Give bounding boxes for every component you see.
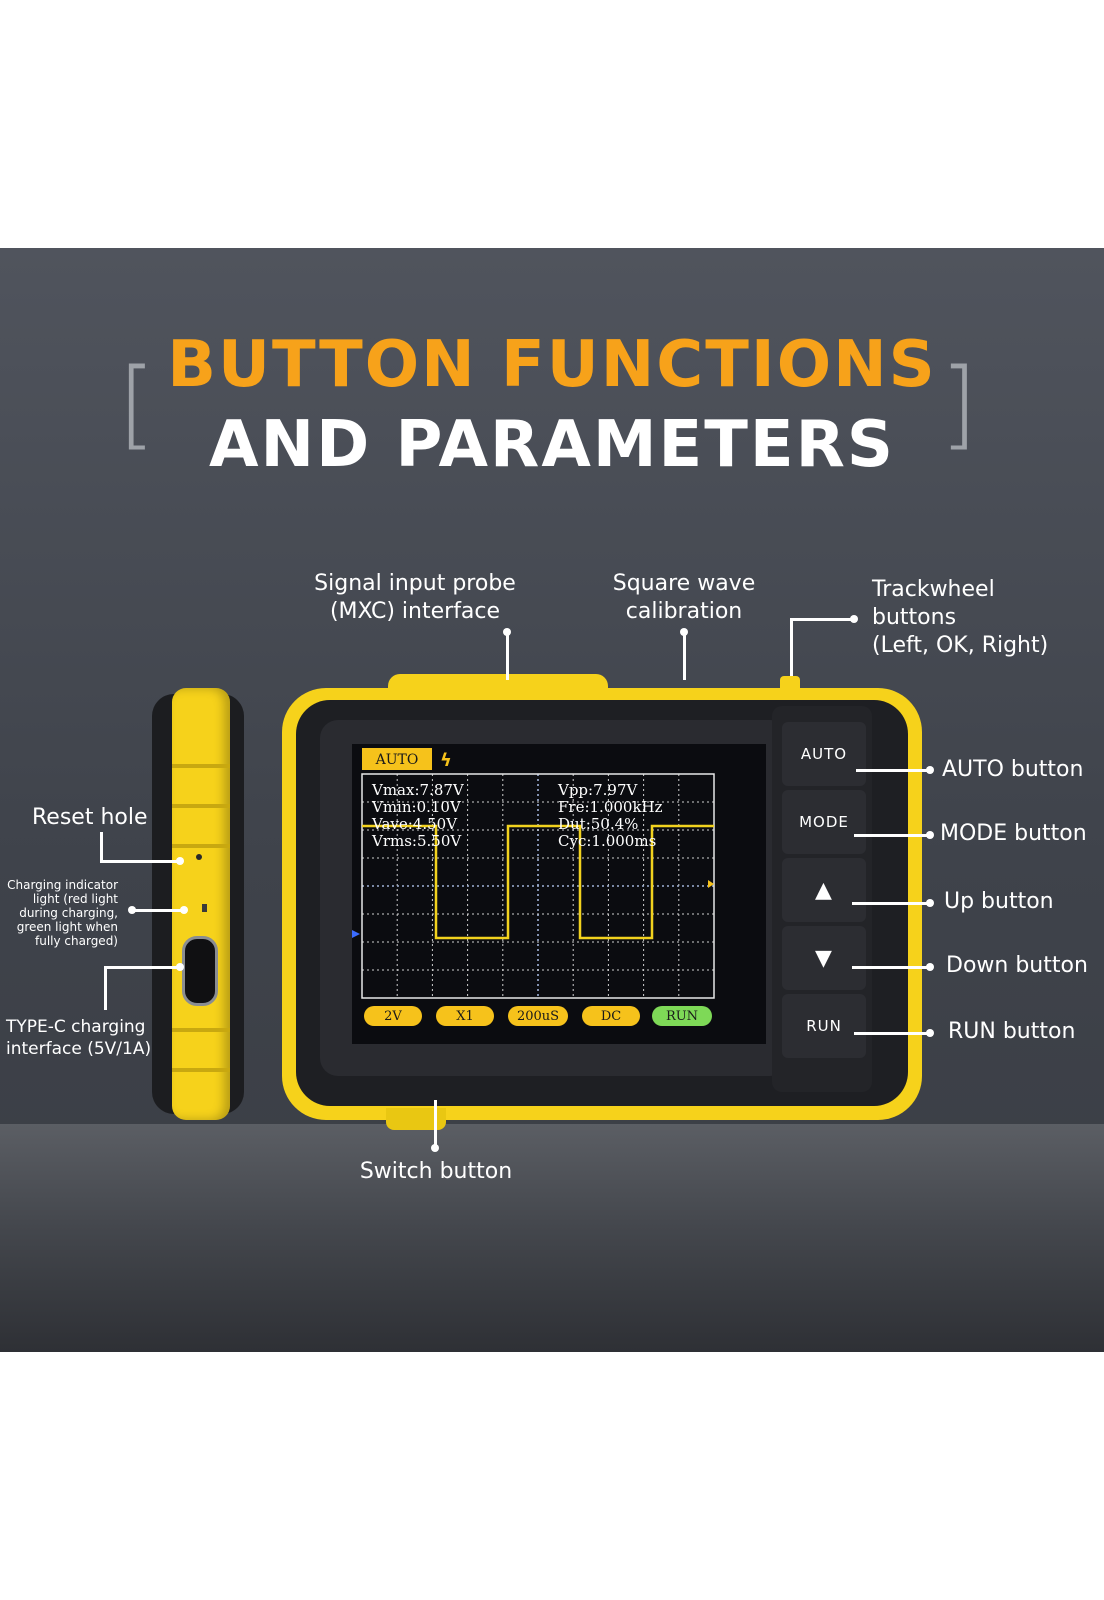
reset-hole [196,854,202,860]
leader-dot [850,615,858,623]
run-key[interactable]: RUN [782,994,866,1058]
time-div-badge-bg [508,1006,568,1026]
infographic-panel: [ ] BUTTON FUNCTIONS AND PARAMETERS AUTO… [0,248,1104,1352]
coupling-badge-bg [582,1006,640,1026]
leader-typec-h [104,966,180,969]
leader-dot [926,1029,934,1037]
switch-button-cap [386,1108,446,1130]
label-signal-input: Signal input probe (MXC) interface [314,571,516,624]
auto-badge: AUTO [375,752,419,768]
leader-mode [854,834,930,837]
leader-dot [926,766,934,774]
readout-vmax: Vmax:7.87V [371,781,465,799]
readout-freq: Fre:1.000kHz [558,798,663,816]
probe-badge: X1 [456,1009,474,1024]
label-down: Down button [946,953,1088,978]
readout-vrms: Vrms:5.50V [371,832,462,850]
title-line-1: BUTTON FUNCTIONS [167,328,937,402]
leader-up [852,902,930,905]
channel-marker [352,930,360,938]
leader-dot [503,628,511,636]
side-rib [172,804,230,808]
charging-led [202,904,207,912]
leader-dot [680,628,688,636]
grid-border [361,773,715,999]
leader-trackwheel-v [790,618,793,676]
leader-dot [176,963,184,971]
side-rib [172,1068,230,1072]
label-reset: Reset hole [32,805,148,830]
label-switch: Switch button [359,1159,513,1184]
label-up: Up button [944,889,1054,914]
trackwheel-knob [780,676,800,688]
leader-dot [176,857,184,865]
label-run: RUN button [948,1019,1076,1044]
leader-dot [926,831,934,839]
auto-key[interactable]: AUTO [782,722,866,786]
readout-vpp: Vpp:7.97V [557,781,638,799]
side-rib [172,844,230,848]
title-line-2: AND PARAMETERS [208,408,896,482]
label-auto: AUTO button [942,757,1084,782]
probe-badge-bg [436,1006,494,1026]
auto-badge-bg [362,748,432,770]
label-trackwheel: Trackwheel buttons (Left, OK, Right) [872,577,1049,658]
leader-auto [856,769,930,772]
left-bracket: [ [118,348,156,460]
lightning-icon: ϟ [440,750,452,771]
leader-switch [434,1100,437,1148]
scope-grid [362,774,714,998]
up-key[interactable]: ▲ [782,858,866,922]
side-rib [172,764,230,768]
side-device-bumper [172,688,230,1120]
leader-dot [180,906,188,914]
screen-svg: AUTO ϟ Vmax:7.87V Vmin:0.10V Vave:4.50V … [352,748,715,1026]
leader-dot [431,1144,439,1152]
leader-signal-input [506,632,509,680]
leader-square-wave [683,632,686,680]
side-rib [172,1028,230,1032]
label-charging-indicator: Charging indicator light (red light duri… [7,878,118,948]
label-square-wave: Square wave calibration [612,571,756,624]
label-typec: TYPE-C charging interface (5V/1A) [6,1017,152,1059]
leader-reset-v [100,832,103,862]
floor-surface [0,1124,1104,1352]
square-wave-trace [362,824,714,940]
down-key[interactable]: ▼ [782,926,866,990]
label-mode: MODE button [940,821,1087,846]
readout-vave: Vave:4.50V [371,815,458,833]
run-badge: RUN [666,1009,698,1024]
volt-div-badge: 2V [384,1009,402,1024]
oscilloscope-screen: AUTO ϟ Vmax:7.87V Vmin:0.10V Vave:4.50V … [352,744,766,1044]
readout-vmin: Vmin:0.10V [371,798,462,816]
leader-trackwheel-h [790,618,854,621]
time-div-badge: 200uS [517,1009,559,1024]
run-badge-bg [652,1006,712,1026]
readout-duty: Dut:50.4% [558,815,638,833]
leader-dot [128,906,136,914]
mode-key[interactable]: MODE [782,790,866,854]
leader-dot [926,963,934,971]
leader-run [854,1032,930,1035]
typec-port [182,936,218,1006]
leader-dot [926,899,934,907]
leader-typec-v [104,966,107,1010]
right-bracket: ] [940,348,978,460]
readout-cycle: Cyc:1.000ms [558,832,656,850]
coupling-badge: DC [601,1009,621,1024]
volt-div-badge-bg [364,1006,422,1026]
leader-charging [132,909,184,912]
leader-down [852,966,930,969]
trigger-marker [708,880,714,888]
leader-reset-h [100,860,180,863]
